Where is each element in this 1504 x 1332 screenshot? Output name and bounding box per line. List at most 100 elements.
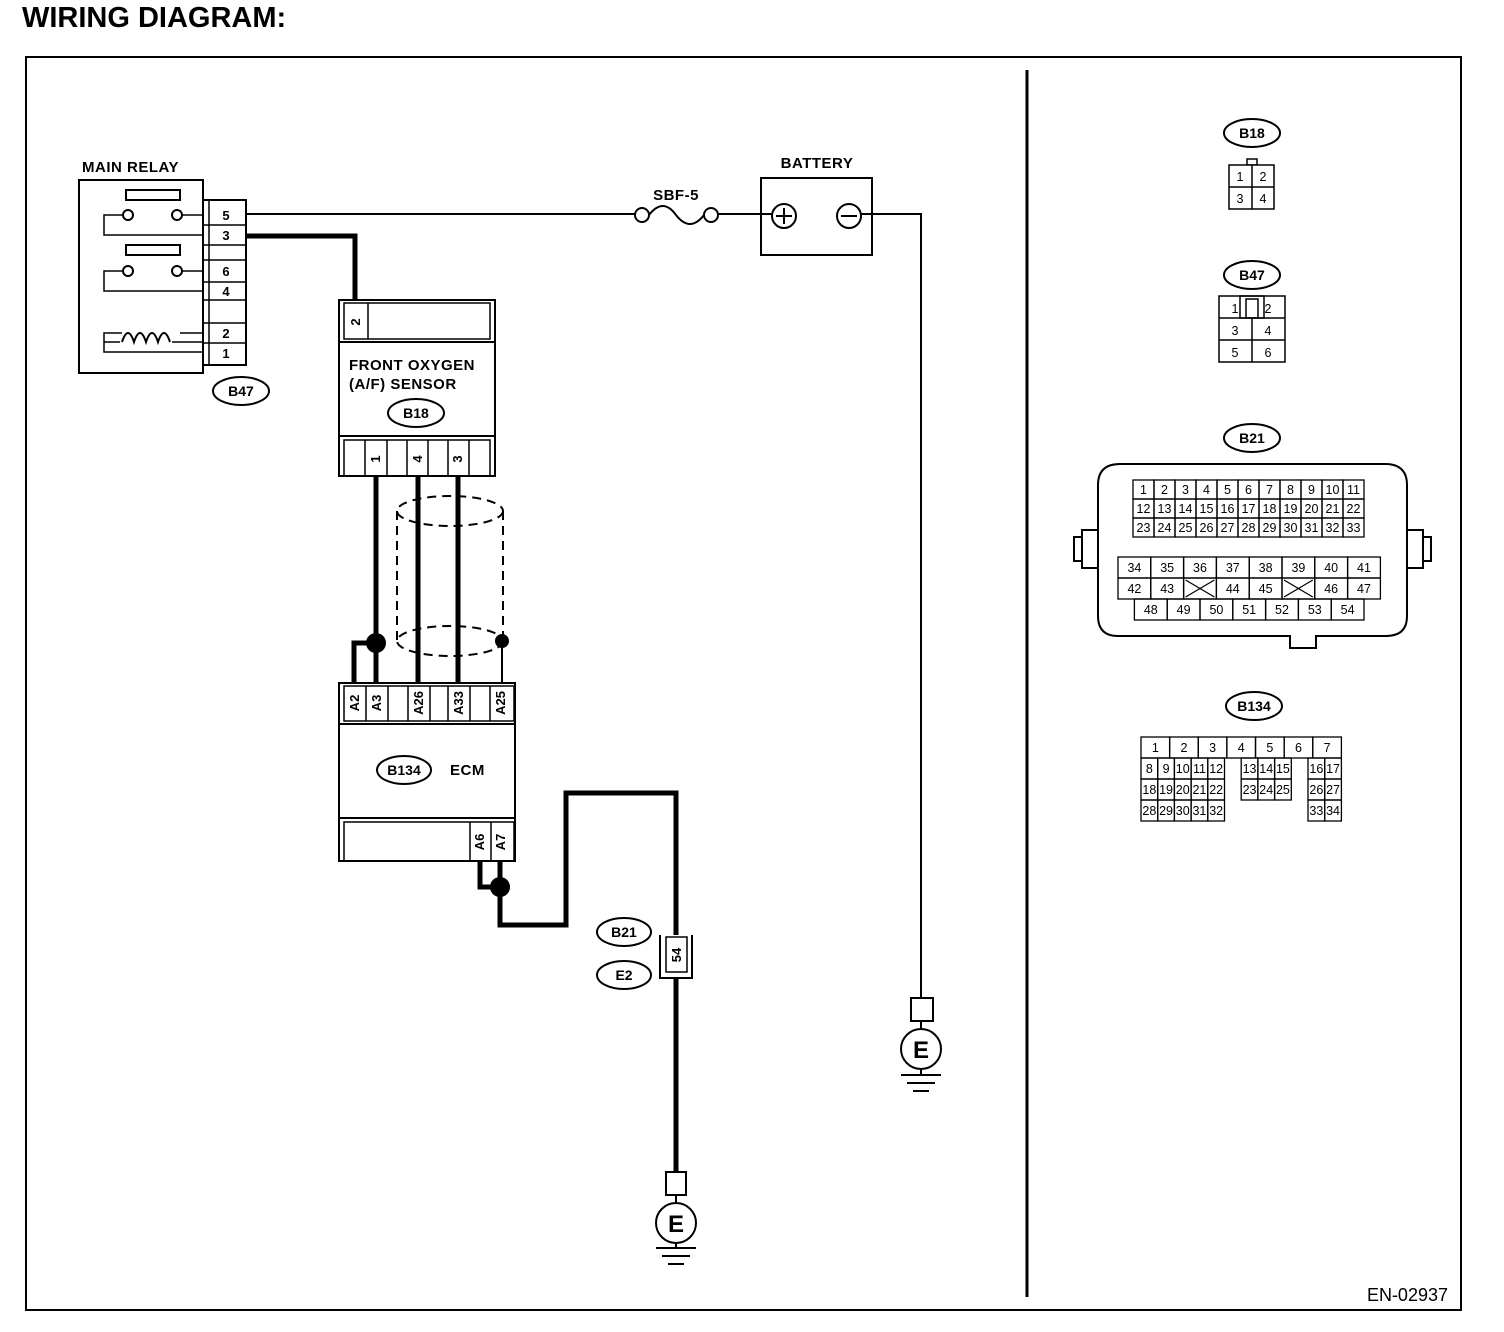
b21-pin-9: 9 [1308,483,1315,497]
b21-pin-35: 35 [1160,561,1174,575]
b21-pin-20: 20 [1305,502,1319,516]
b21-pin-22: 22 [1347,502,1361,516]
b134-pin-7: 7 [1324,741,1331,755]
ground-label-right: E [913,1037,929,1064]
ecm-pin-a6: A6 [472,834,487,851]
b21-pin-16: 16 [1221,502,1235,516]
ground-splice-junction [490,877,510,897]
b21-pin-2: 2 [1161,483,1168,497]
b21-pin-25: 25 [1179,521,1193,535]
figure-code: EN-02937 [1367,1285,1448,1305]
b134-pin-9: 9 [1163,762,1170,776]
b134-pin-26: 26 [1309,783,1323,797]
b47-pin-2: 2 [1265,302,1272,316]
b47-pin-4: 4 [1265,324,1272,338]
b134-pin-10: 10 [1176,762,1190,776]
ecm-pin-a7: A7 [493,834,508,851]
b21-pin-34: 34 [1127,561,1141,575]
b21-pin-31: 31 [1305,521,1319,535]
b47-pin-6: 6 [1265,346,1272,360]
b134-pin-29: 29 [1159,804,1173,818]
b21-pin-41: 41 [1357,561,1371,575]
ground-symbol-left: E [655,1171,697,1265]
ecm-connector-label: B134 [387,762,421,778]
b134-pin-28: 28 [1142,804,1156,818]
ground-junction-connector: B21 E2 54 [596,917,693,990]
relay-pin-1: 1 [222,346,229,361]
b21-pin-19: 19 [1284,502,1298,516]
b21-pin-33: 33 [1347,521,1361,535]
b134-pin-18: 18 [1142,783,1156,797]
sensor-pin-3: 3 [450,455,465,462]
fuse: SBF-5 [634,187,719,225]
ecm-label: ECM [450,762,485,779]
b21-pin-36: 36 [1193,561,1207,575]
b134-pin-31: 31 [1192,804,1206,818]
b134-pin-27: 27 [1326,783,1340,797]
b134-pin-25: 25 [1276,783,1290,797]
b134-pin-3: 3 [1209,741,1216,755]
b134-pin-24: 24 [1259,783,1273,797]
b47-view-label: B47 [1239,267,1265,283]
b21-pin-24: 24 [1158,521,1172,535]
b21-pin-8: 8 [1287,483,1294,497]
b21-pin-49: 49 [1177,603,1191,617]
b134-pin-1: 1 [1152,741,1159,755]
b134-pin-6: 6 [1295,741,1302,755]
b47-pin-3: 3 [1232,324,1239,338]
b134-view-label: B134 [1237,698,1271,714]
relay-connector-label: B47 [228,383,254,399]
diagram-frame [25,56,1462,1311]
b21-pin-23: 23 [1137,521,1151,535]
b134-pin-34: 34 [1326,804,1340,818]
b21-pin-6: 6 [1245,483,1252,497]
relay-pin-6: 6 [222,264,229,279]
relay-pin-3: 3 [222,228,229,243]
b21-pin-51: 51 [1242,603,1256,617]
sensor-label-line1: FRONT OXYGEN [349,357,475,374]
b134-pin-13: 13 [1243,762,1257,776]
front-oxygen-sensor: 2 FRONT OXYGEN (A/F) SENSOR B18 1 4 3 [338,299,496,477]
b21-pin-1: 1 [1140,483,1147,497]
battery: BATTERY [760,155,873,256]
main-relay-label: MAIN RELAY [82,159,179,176]
b134-pin-4: 4 [1238,741,1245,755]
main-relay: MAIN RELAY 5 3 6 4 2 1 [78,159,270,406]
b134-pin-20: 20 [1176,783,1190,797]
splice-junction [366,633,386,653]
relay-pin-2: 2 [222,326,229,341]
b21-pin-18: 18 [1263,502,1277,516]
ecm: A2 A3 A26 A33 A25 B134 ECM A6 A7 [338,682,516,862]
b21-pin-52: 52 [1275,603,1289,617]
b21-pin-4: 4 [1203,483,1210,497]
battery-label: BATTERY [781,155,854,172]
b18-pin-1: 1 [1237,170,1244,184]
ground-symbol-right: E [900,997,942,1092]
sensor-pin-4: 4 [410,455,425,463]
b21-pin-17: 17 [1242,502,1256,516]
b134-pin-12: 12 [1209,762,1223,776]
b21-pin-5: 5 [1224,483,1231,497]
b21-pin-11: 11 [1347,483,1360,497]
shield-junction [495,634,509,648]
cable-shield [396,495,504,657]
b21-pin-12: 12 [1137,502,1151,516]
b134-pin-22: 22 [1209,783,1223,797]
b21-pin-21: 21 [1326,502,1340,516]
ecm-pin-a33: A33 [451,691,466,715]
b134-pin-8: 8 [1146,762,1153,776]
b21-pin-37: 37 [1226,561,1240,575]
b21-pin-15: 15 [1200,502,1214,516]
b134-pin-15: 15 [1276,762,1290,776]
b18-pin-4: 4 [1260,192,1267,206]
b47-pin-5: 5 [1232,346,1239,360]
b134-pin-5: 5 [1266,741,1273,755]
b134-pin-14: 14 [1259,762,1273,776]
b21-view-label: B21 [1239,430,1265,446]
b134-pin-21: 21 [1192,783,1206,797]
b134-pin-32: 32 [1209,804,1223,818]
junction-connector-b21: B21 [611,924,637,940]
b21-pin-38: 38 [1259,561,1273,575]
b21-pin-27: 27 [1221,521,1235,535]
